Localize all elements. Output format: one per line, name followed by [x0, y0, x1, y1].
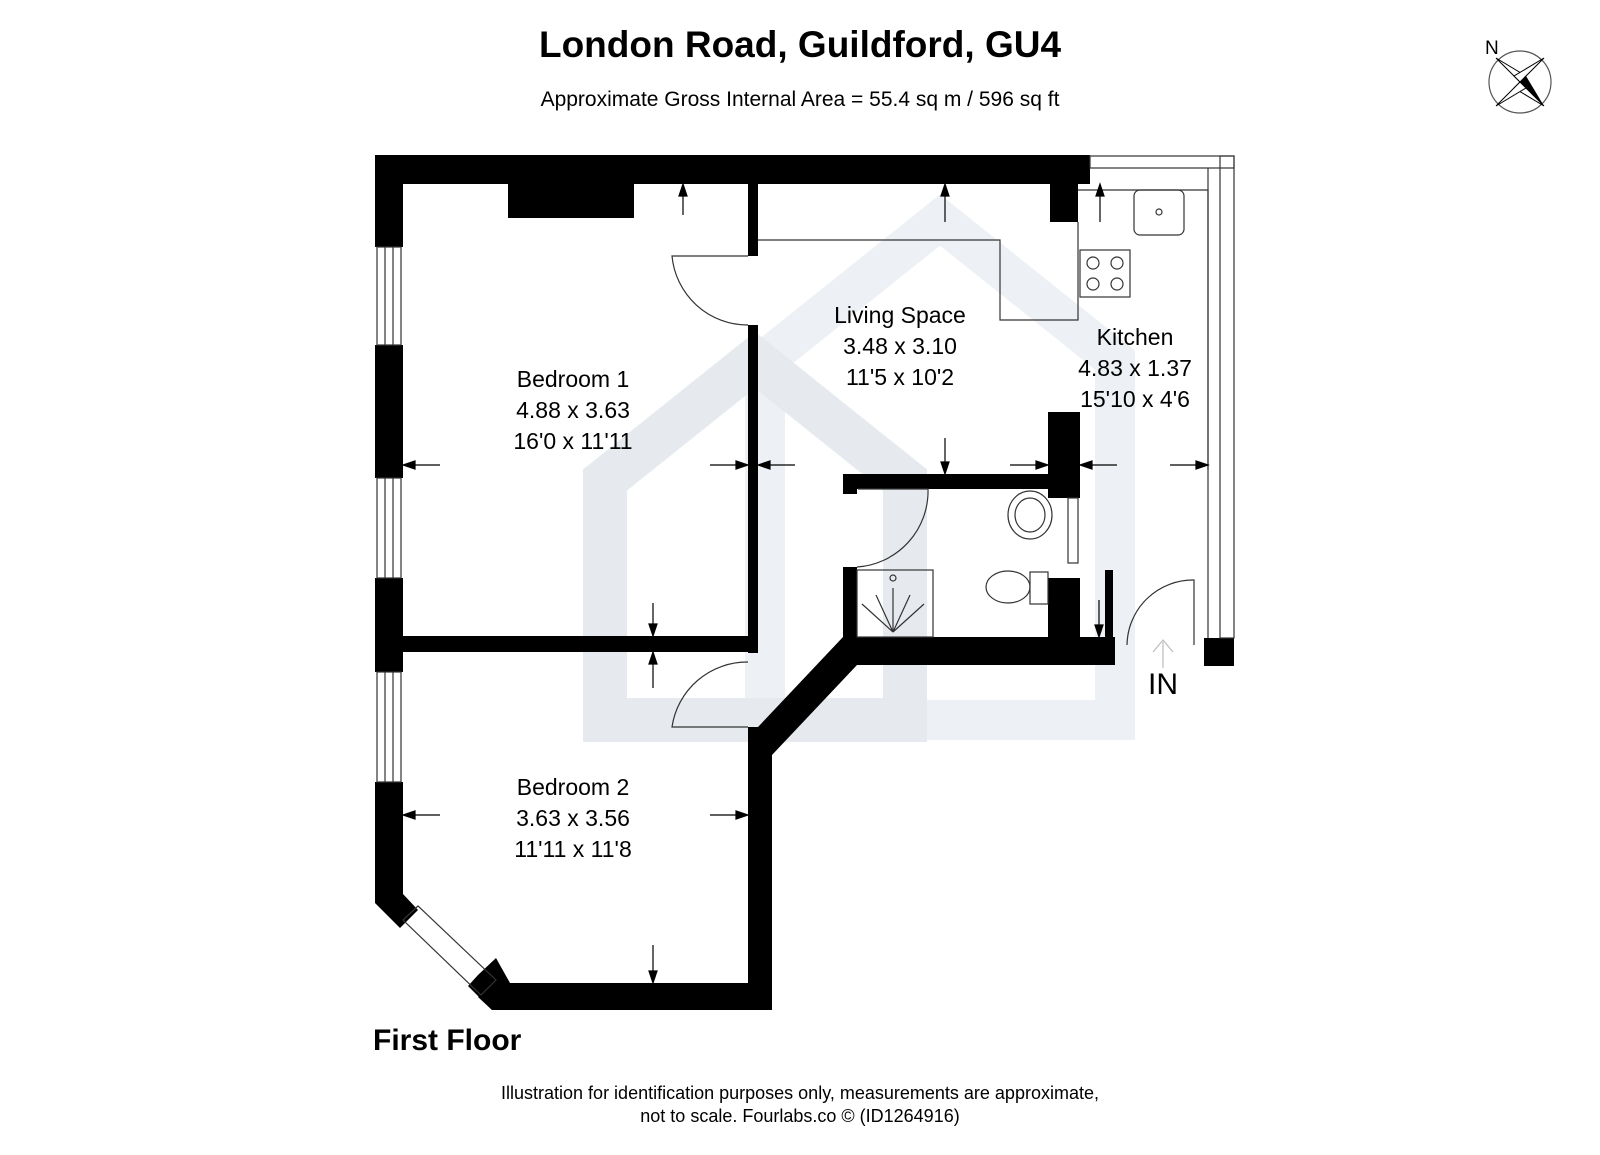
- room-bedroom-2: Bedroom 2 3.63 x 3.56 11'11 x 11'8: [478, 772, 668, 865]
- fixtures: [376, 155, 1235, 996]
- room-metric: 4.83 x 1.37: [1078, 355, 1192, 381]
- room-imperial: 16'0 x 11'11: [513, 428, 633, 454]
- gross-area: Approximate Gross Internal Area = 55.4 s…: [540, 88, 1060, 111]
- floor-label: First Floor: [373, 1024, 522, 1057]
- room-imperial: 15'10 x 4'6: [1080, 386, 1190, 412]
- walls: [375, 155, 1234, 1010]
- room-metric: 3.48 x 3.10: [843, 333, 957, 359]
- plan-title: London Road, Guildford, GU4: [538, 24, 1062, 65]
- room-living-space: Living Space 3.48 x 3.10 11'5 x 10'2: [795, 300, 1005, 393]
- watermark-logo-icon: [583, 194, 1135, 742]
- dimension-arrows: [401, 182, 1210, 985]
- entrance-label: IN: [1148, 668, 1178, 701]
- disclaimer-line-2: not to scale. Fourlabs.co © (ID1264916): [640, 1106, 960, 1126]
- compass-rose-icon: [1488, 50, 1552, 114]
- disclaimer: Illustration for identification purposes…: [0, 1082, 1600, 1128]
- room-name: Living Space: [834, 302, 966, 328]
- room-bedroom-1: Bedroom 1 4.88 x 3.63 16'0 x 11'11: [478, 364, 668, 457]
- room-name: Bedroom 1: [516, 366, 630, 392]
- compass-north-label: N: [1485, 38, 1499, 59]
- room-name: Kitchen: [1096, 324, 1174, 350]
- room-imperial: 11'5 x 10'2: [845, 364, 955, 390]
- room-metric: 4.88 x 3.63: [516, 397, 630, 423]
- room-imperial: 11'11 x 11'8: [514, 836, 632, 862]
- room-metric: 3.63 x 3.56: [516, 805, 630, 831]
- room-kitchen: Kitchen 4.83 x 1.37 15'10 x 4'6: [1040, 322, 1230, 415]
- disclaimer-line-1: Illustration for identification purposes…: [501, 1083, 1099, 1103]
- room-name: Bedroom 2: [516, 774, 630, 800]
